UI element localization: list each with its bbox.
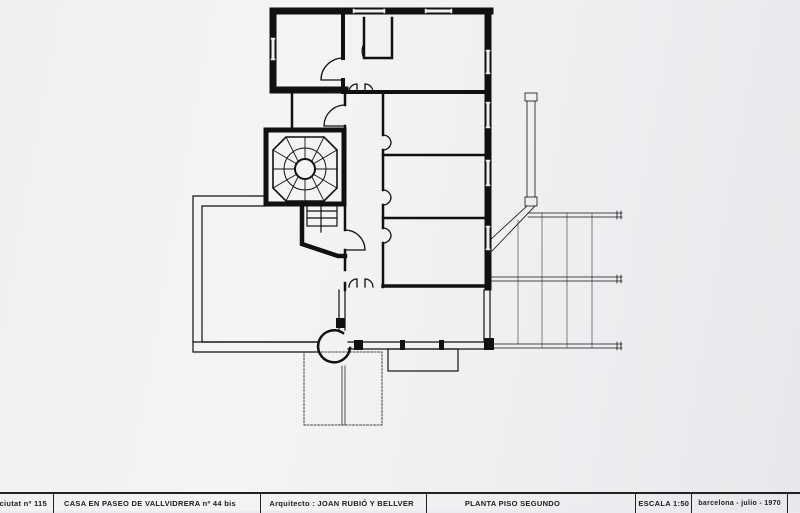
title-cell-sheet-title: PLANTA PISO SEGUNDO — [427, 494, 637, 513]
floor-plan — [192, 7, 623, 426]
title-cell-reference: ciutat nº 115 — [0, 494, 54, 513]
pillars — [336, 318, 494, 350]
balcony-outline — [303, 351, 383, 426]
spiral-stair — [263, 127, 348, 259]
terrace-outline — [192, 195, 319, 353]
title-block: ciutat nº 115 CASA EN PASEO DE VALLVIDRE… — [0, 492, 800, 513]
title-cell-empty — [788, 494, 800, 513]
round-turret — [316, 329, 352, 364]
title-cell-place-date: barcelona - julio - 1970 — [692, 494, 788, 513]
title-cell-architect: Arquitecto : JOAN RUBIÓ Y BELLVER — [261, 494, 427, 513]
doors — [320, 43, 392, 288]
pergola — [489, 92, 623, 351]
interior-walls — [341, 9, 487, 94]
title-cell-scale: ESCALA 1:50 — [636, 494, 693, 513]
south-facade — [192, 289, 493, 372]
title-cell-project: CASA EN PASEO DE VALLVIDRERA nº 44 bis — [54, 494, 262, 513]
